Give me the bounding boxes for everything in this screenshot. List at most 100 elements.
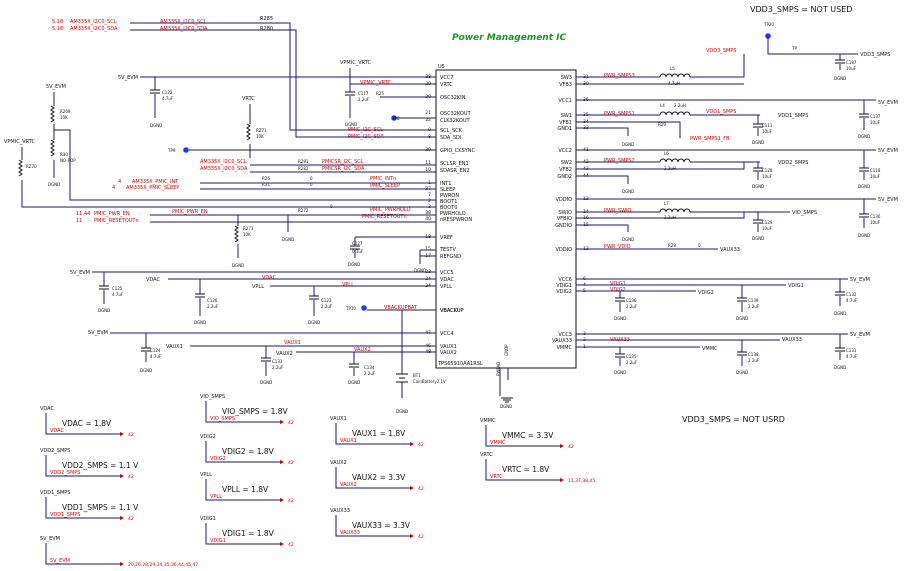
gnd-bt1: DGND [396, 409, 408, 414]
ic-pin-number: 38 [425, 210, 431, 216]
label-r273: R273 [243, 226, 254, 231]
ic-pin-number: 21 [425, 110, 431, 116]
gnd-c117: DGND [345, 122, 357, 127]
ic-pin-name: nRESPWRON [440, 217, 472, 223]
rail-page-ref: 11,37,38,45 [568, 478, 595, 484]
ic-pin-name: CLK32KOUT [440, 118, 471, 124]
ref-pmic-pwr-en: 11,44 [76, 211, 90, 217]
rail-page-ref: 42 [288, 498, 294, 504]
rail-wire [205, 523, 280, 545]
label-c124: C124 [150, 348, 161, 353]
rail-voltage-label: VAUX1 = 1.8V [352, 429, 406, 438]
gnd-c127: DGND [348, 262, 360, 267]
rail-off-page-arrow [120, 432, 124, 436]
net-pmic-pwr-en-src: PMIC_PWR_EN [94, 211, 130, 217]
rail-net-name: VAUX2 [330, 460, 347, 466]
footer-note: VDD3_SMPS = NOT USRD [682, 415, 785, 424]
value-c111: 10uF [762, 129, 773, 134]
ic-pin-name: SW1 [561, 113, 572, 119]
gnd-c131: DGND [834, 365, 846, 370]
ic-pin-gndp: GNDP [504, 344, 509, 356]
net-vbackup-pin: VBACKUP [440, 308, 464, 314]
ref-pmic-int: 4 [118, 179, 121, 185]
gnd-c138: DGND [736, 370, 748, 375]
rail-off-page-arrow [560, 444, 564, 448]
rail-net-name: VDD1_SMPS [40, 490, 70, 496]
net-pmic-reset-src: PMIC_RESETOUTn [94, 218, 139, 224]
gnd-c124: DGND [140, 368, 152, 373]
gnd-c123: DGND [308, 320, 320, 325]
label-r26: R26 [262, 176, 270, 181]
rail-voltage-label: VDD1_SMPS = 1.1 V [62, 503, 139, 512]
label-c136: C136 [626, 298, 637, 303]
gnd-c111: DGND [752, 140, 764, 145]
value-c187: 10uF [846, 66, 857, 71]
net-5v-evm-vcc6: 5V_EVM [850, 277, 870, 283]
label-tp20: TP20 [763, 22, 774, 27]
rail-wire [45, 497, 120, 519]
ic-pin-name: VCC5 [440, 270, 454, 276]
label-tp9: TP9 [167, 148, 176, 153]
net-pmic-sleep: PMIC_SLEEP [370, 183, 400, 189]
gnd-c136: DGND [614, 316, 626, 321]
value-c132: 4.7uF [846, 298, 858, 303]
net-vaux1-pin: VAUX1 [284, 340, 301, 346]
ic-pin-name: VDDIO [555, 247, 572, 253]
net-vdac: VDAC [146, 277, 161, 283]
ic-pin-name: VCC1 [558, 98, 572, 104]
rail-voltage-label: VAUX33 = 3.3V [352, 521, 411, 530]
ic-pin-name: VFBIO [557, 216, 572, 222]
label-c129: C129 [762, 220, 773, 225]
ic-pin-name: VDIG2 [556, 289, 572, 295]
rail-net-label: VIO_SMPS [210, 416, 235, 422]
gnd-c139: DGND [736, 316, 748, 321]
net-5v-evm-vcc1: 5V_EVM [878, 100, 898, 106]
rail-off-page-arrow [560, 478, 564, 482]
label-c125: C125 [112, 286, 123, 291]
ic-pin-name: SW2 [561, 160, 572, 166]
value-c124: 4.7uF [150, 354, 162, 359]
net-vdig1-out: VDIG1 [788, 283, 804, 289]
gnd-gnd1: DGND [622, 142, 634, 147]
label-r282: R282 [298, 166, 309, 171]
ref-pmic-reset: 11 [76, 218, 82, 224]
net-vpll: VPLL [252, 284, 264, 290]
label-c123: C123 [321, 298, 332, 303]
rail-wire [485, 425, 560, 447]
rail-net-label: VDD1_SMPS [50, 512, 80, 518]
ic-pin-name: VCC6 [558, 277, 572, 283]
ic-pin-name: SDASR_EN2 [440, 168, 470, 174]
gnd-c135: DGND [614, 370, 626, 375]
rail-page-ref: 42 [288, 542, 294, 548]
gnd-c137: DGND [858, 134, 870, 139]
rail-net-label: VDD2_SMPS [50, 470, 80, 476]
rail-page-ref: 42 [128, 432, 134, 438]
label-rz71: RZ71 [256, 128, 267, 133]
value-c136: 2.2uF [626, 304, 638, 309]
ic-pin-name: GND1 [557, 126, 572, 132]
net-vrtc-left: VRTC [242, 96, 255, 102]
net-5v-evm-vcc3: 5V_EVM [850, 332, 870, 338]
rail-off-page-arrow [280, 460, 284, 464]
rail-off-page-arrow [120, 516, 124, 520]
net-pwr-smps2: PWR_SMPS2 [604, 158, 635, 164]
rail-net-name: VMMC [480, 418, 496, 424]
net-vpmic-vrtc-pin: VPMIC_VRTC [360, 80, 392, 86]
rail-off-page-arrow [410, 534, 414, 538]
rail-wire [45, 455, 120, 477]
ic-pin-name: VCC3 [558, 332, 572, 338]
ref-pmic-sleep: 4 [112, 185, 115, 191]
net-vio-smps-out: VIO_SMPS [792, 210, 817, 216]
gnd-c125: DGND [98, 308, 110, 313]
net-sr-scl: AM335X_I2C0_SCL [200, 159, 247, 165]
rail-page-ref: 42 [288, 460, 294, 466]
ic-pin-number: 22 [425, 117, 431, 123]
gnd-c128: DGND [752, 184, 764, 189]
value-c123: 2.2uF [321, 304, 333, 309]
net-vdig2-pin: VDIG2 [610, 287, 626, 293]
ic-pin-name: VCC4 [440, 331, 454, 337]
